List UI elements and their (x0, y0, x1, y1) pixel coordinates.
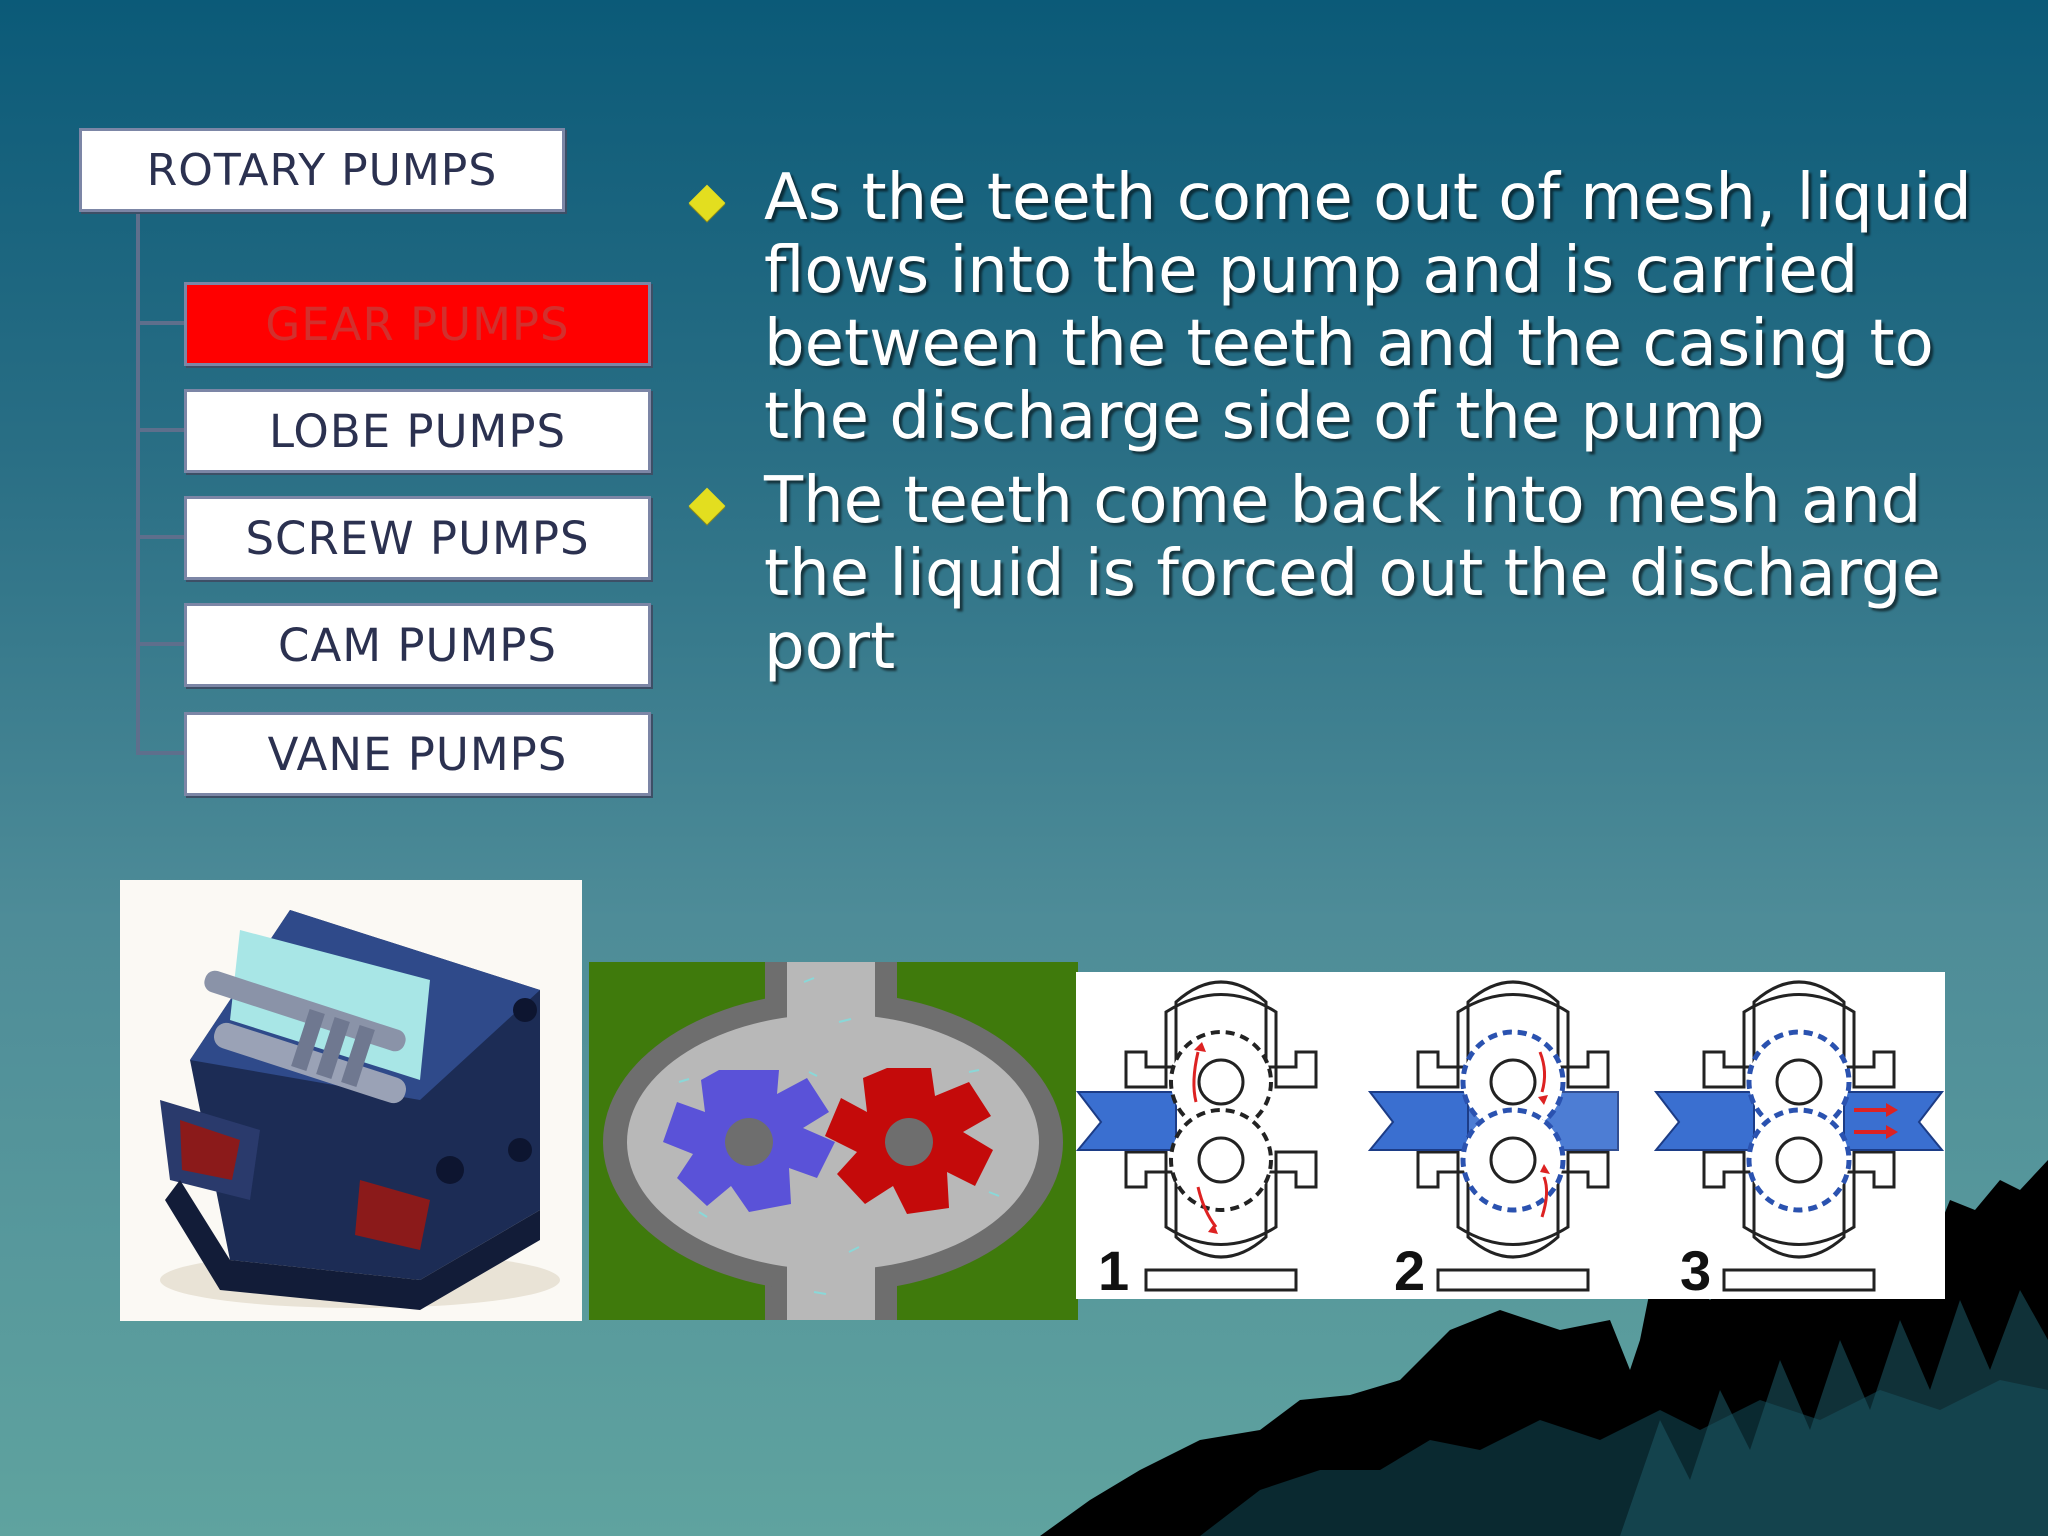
gear-mesh-steps-diagram: 1 2 3 (1076, 972, 1945, 1299)
mesh-step-1 (1076, 980, 1318, 1292)
bullet-diamond-icon (688, 487, 726, 525)
mesh-step-3 (1654, 980, 1945, 1292)
gear-pump-cutaway-image (120, 880, 582, 1321)
tree-connector-vertical (136, 210, 140, 755)
lobe-pumps-box[interactable]: LOBE PUMPS (184, 389, 651, 473)
gear-pumps-box[interactable]: GEAR PUMPS (184, 282, 651, 366)
vane-pumps-box[interactable]: VANE PUMPS (184, 712, 651, 796)
tree-connector (136, 428, 184, 432)
step-label-2: 2 (1394, 1239, 1425, 1299)
step-label-1: 1 (1098, 1239, 1129, 1299)
tree-connector (136, 642, 184, 646)
bullet-diamond-icon (688, 184, 726, 222)
bullet-item: As the teeth come out of mesh, liquid fl… (688, 162, 2028, 454)
tree-connector (136, 321, 184, 325)
bullet-text: The teeth come back into mesh and the li… (764, 464, 1941, 684)
bullet-list: As the teeth come out of mesh, liquid fl… (688, 162, 2028, 695)
step-label-3: 3 (1680, 1239, 1711, 1299)
tree-connector (136, 535, 184, 539)
cam-pumps-box[interactable]: CAM PUMPS (184, 603, 651, 687)
tree-connector (136, 751, 184, 755)
rotary-pumps-box: ROTARY PUMPS (79, 128, 565, 212)
bullet-item: The teeth come back into mesh and the li… (688, 465, 2028, 684)
bullet-text: As the teeth come out of mesh, liquid fl… (764, 161, 1972, 454)
gear-pump-schematic-image (589, 962, 1078, 1320)
screw-pumps-box[interactable]: SCREW PUMPS (184, 496, 651, 580)
mesh-step-2 (1368, 980, 1619, 1292)
